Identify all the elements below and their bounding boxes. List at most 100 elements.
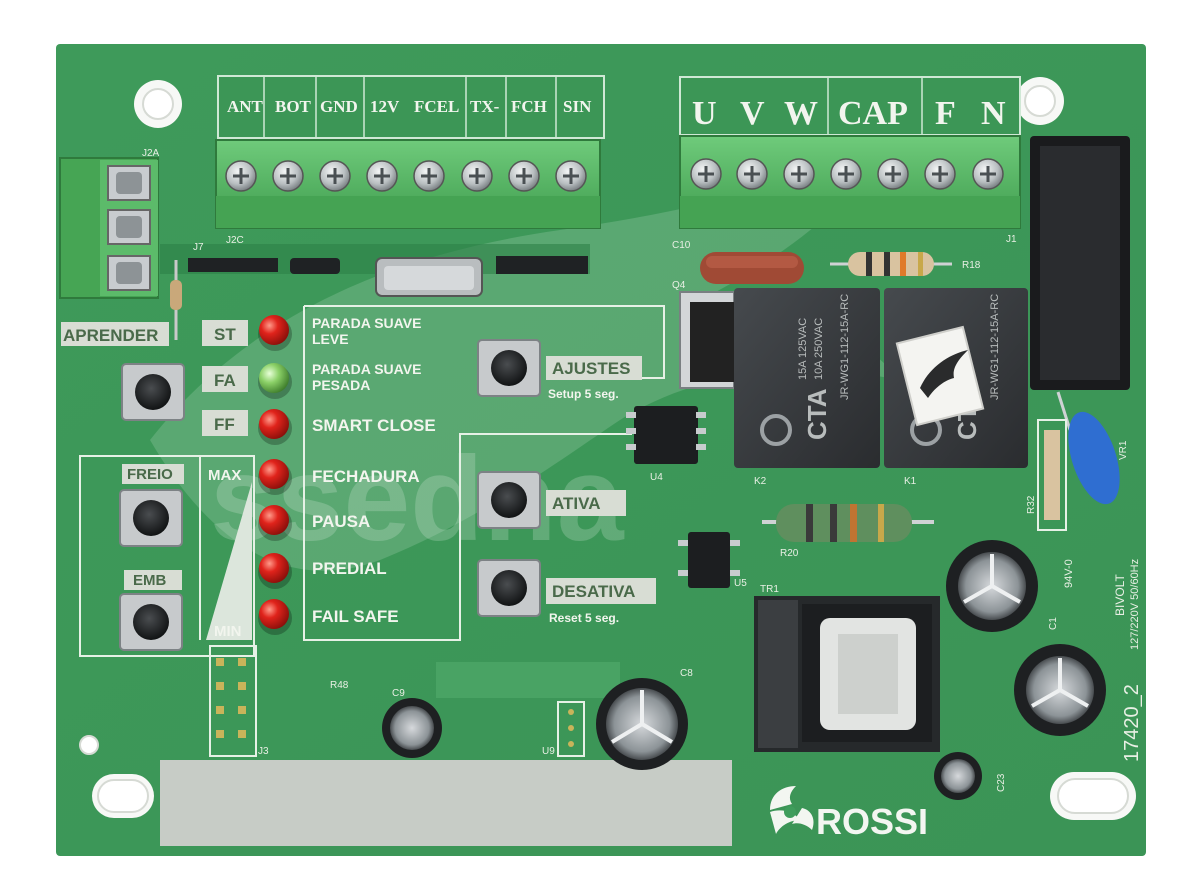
terminal-label-12v: 12V — [370, 97, 400, 116]
ativa-label: ATIVA — [552, 494, 600, 513]
led-label-box-st — [202, 320, 248, 346]
ref-j2c: J2C — [226, 235, 244, 246]
function-label-parada-pesada-2: PESADA — [312, 377, 370, 393]
ativa-button[interactable] — [477, 471, 541, 529]
bird-sticker-icon — [895, 325, 985, 427]
status-led-3 — [258, 409, 292, 445]
rossi-brand: ROSSI — [816, 801, 928, 842]
ajustes-label: AJUSTES — [552, 359, 630, 378]
terminal-screw-left-7[interactable] — [508, 160, 540, 192]
function-label-predial: PREDIAL — [312, 559, 387, 578]
terminal-label-cap: CAP — [838, 95, 908, 132]
ref-j7: J7 — [193, 242, 204, 253]
ref-vr1: VR1 — [1118, 440, 1129, 460]
brake-panel-outline — [79, 455, 255, 657]
emb-label: EMB — [133, 572, 167, 589]
u9-header — [557, 701, 585, 757]
ref-r48: R48 — [330, 680, 349, 691]
status-led-4 — [258, 459, 292, 495]
terminal-screw-left-3[interactable] — [319, 160, 351, 192]
transformer-tr1 — [754, 596, 940, 752]
ref-c1: C1 — [1048, 617, 1059, 630]
led-label-st: ST — [214, 325, 236, 344]
ic-u5 — [678, 532, 740, 588]
status-leds — [258, 315, 292, 635]
ref-r32: R32 — [1026, 495, 1037, 514]
freio-button[interactable] — [119, 489, 183, 547]
ref-q4: Q4 — [672, 280, 686, 291]
capacitor-c8 — [596, 678, 688, 770]
ref-tr1: TR1 — [760, 584, 779, 595]
terminal-screw-left-5[interactable] — [413, 160, 445, 192]
desativa-note: Reset 5 seg. — [549, 611, 619, 625]
mounting-holes — [79, 77, 1136, 820]
terminal-screw-left-6[interactable] — [461, 160, 493, 192]
function-label-smart-close: SMART CLOSE — [312, 416, 436, 435]
ativa-label-box — [546, 490, 626, 516]
led-label-box-ff — [202, 410, 248, 436]
ajustes-button[interactable] — [477, 339, 541, 397]
j3-header — [209, 645, 257, 757]
ref-j2a: J2A — [142, 148, 160, 159]
aprender-label-box — [61, 322, 169, 346]
led-label-box-fa — [202, 366, 248, 392]
function-panel-outline — [303, 305, 665, 641]
ref-c9: C9 — [392, 688, 405, 699]
left-terminal-block — [215, 139, 601, 229]
terminal-screw-right-3[interactable] — [783, 158, 815, 190]
ref-c23: C23 — [996, 773, 1007, 792]
terminal-screw-right-2[interactable] — [736, 158, 768, 190]
ref-u5: U5 — [734, 578, 747, 589]
desativa-button[interactable] — [477, 559, 541, 617]
transistor-q4 — [679, 291, 735, 389]
terminal-screw-right-6[interactable] — [924, 158, 956, 190]
resistor-left — [170, 260, 182, 340]
left-terminal-labels: ANT BOT GND 12V FCEL TX- FCH SIN — [227, 97, 592, 116]
ref-c10: C10 — [672, 240, 691, 251]
terminal-label-tx: TX- — [470, 97, 500, 116]
board-bivolt: BIVOLT — [1113, 574, 1127, 616]
terminal-screw-left-4[interactable] — [366, 160, 398, 192]
relay-k2-spec-1: 15A 125VAC — [797, 318, 809, 380]
header-pins-row — [160, 244, 590, 297]
terminal-screw-right-7[interactable] — [972, 158, 1004, 190]
emb-button[interactable] — [119, 593, 183, 651]
status-led-7 — [258, 599, 292, 635]
capacitor-c1 — [946, 540, 1038, 632]
capacitor-right-bottom — [1014, 644, 1106, 736]
terminal-screw-left-2[interactable] — [272, 160, 304, 192]
terminal-screw-left-1[interactable] — [225, 160, 257, 192]
terminal-label-f: F — [935, 95, 956, 132]
ref-j1: J1 — [1006, 234, 1017, 245]
ajustes-note: Setup 5 seg. — [548, 387, 619, 401]
right-terminal-labels: U V W CAP F N — [692, 95, 1006, 132]
emb-label-box — [124, 570, 182, 590]
board-model: 17420_2 — [1121, 684, 1143, 762]
ic-u4 — [626, 406, 706, 464]
terminal-label-sin: SIN — [563, 97, 592, 116]
function-label-fechadura: FECHADURA — [312, 467, 420, 486]
max-label: MAX — [208, 467, 241, 484]
ref-u9: U9 — [542, 746, 555, 757]
board-voltage: 127/220V 50/60Hz — [1129, 559, 1141, 650]
terminal-label-v: V — [740, 95, 765, 132]
terminal-screw-right-4[interactable] — [830, 158, 862, 190]
function-labels: PARADA SUAVE LEVE PARADA SUAVE PESADA SM… — [312, 315, 436, 626]
aprender-label: APRENDER — [63, 326, 158, 345]
terminal-screw-right-1[interactable] — [690, 158, 722, 190]
capacitor-c9 — [382, 698, 442, 758]
aprender-button[interactable] — [121, 363, 185, 421]
ajustes-label-box — [546, 356, 642, 380]
terminal-label-fcel: FCEL — [414, 97, 459, 116]
terminal-label-w: W — [784, 95, 818, 132]
capacitor-c10 — [700, 252, 804, 284]
terminal-label-n: N — [981, 95, 1006, 132]
ref-k2: K2 — [754, 476, 767, 487]
left-terminal-label-strip — [217, 75, 605, 139]
terminal-screw-right-5[interactable] — [877, 158, 909, 190]
relay-k1-part: JR-WG1-112-15A-RC — [989, 294, 1001, 400]
terminal-screw-left-8[interactable] — [555, 160, 587, 192]
function-label-parada-leve-1: PARADA SUAVE — [312, 315, 421, 331]
right-terminal-block — [679, 135, 1021, 229]
terminal-label-bot: BOT — [275, 97, 312, 116]
